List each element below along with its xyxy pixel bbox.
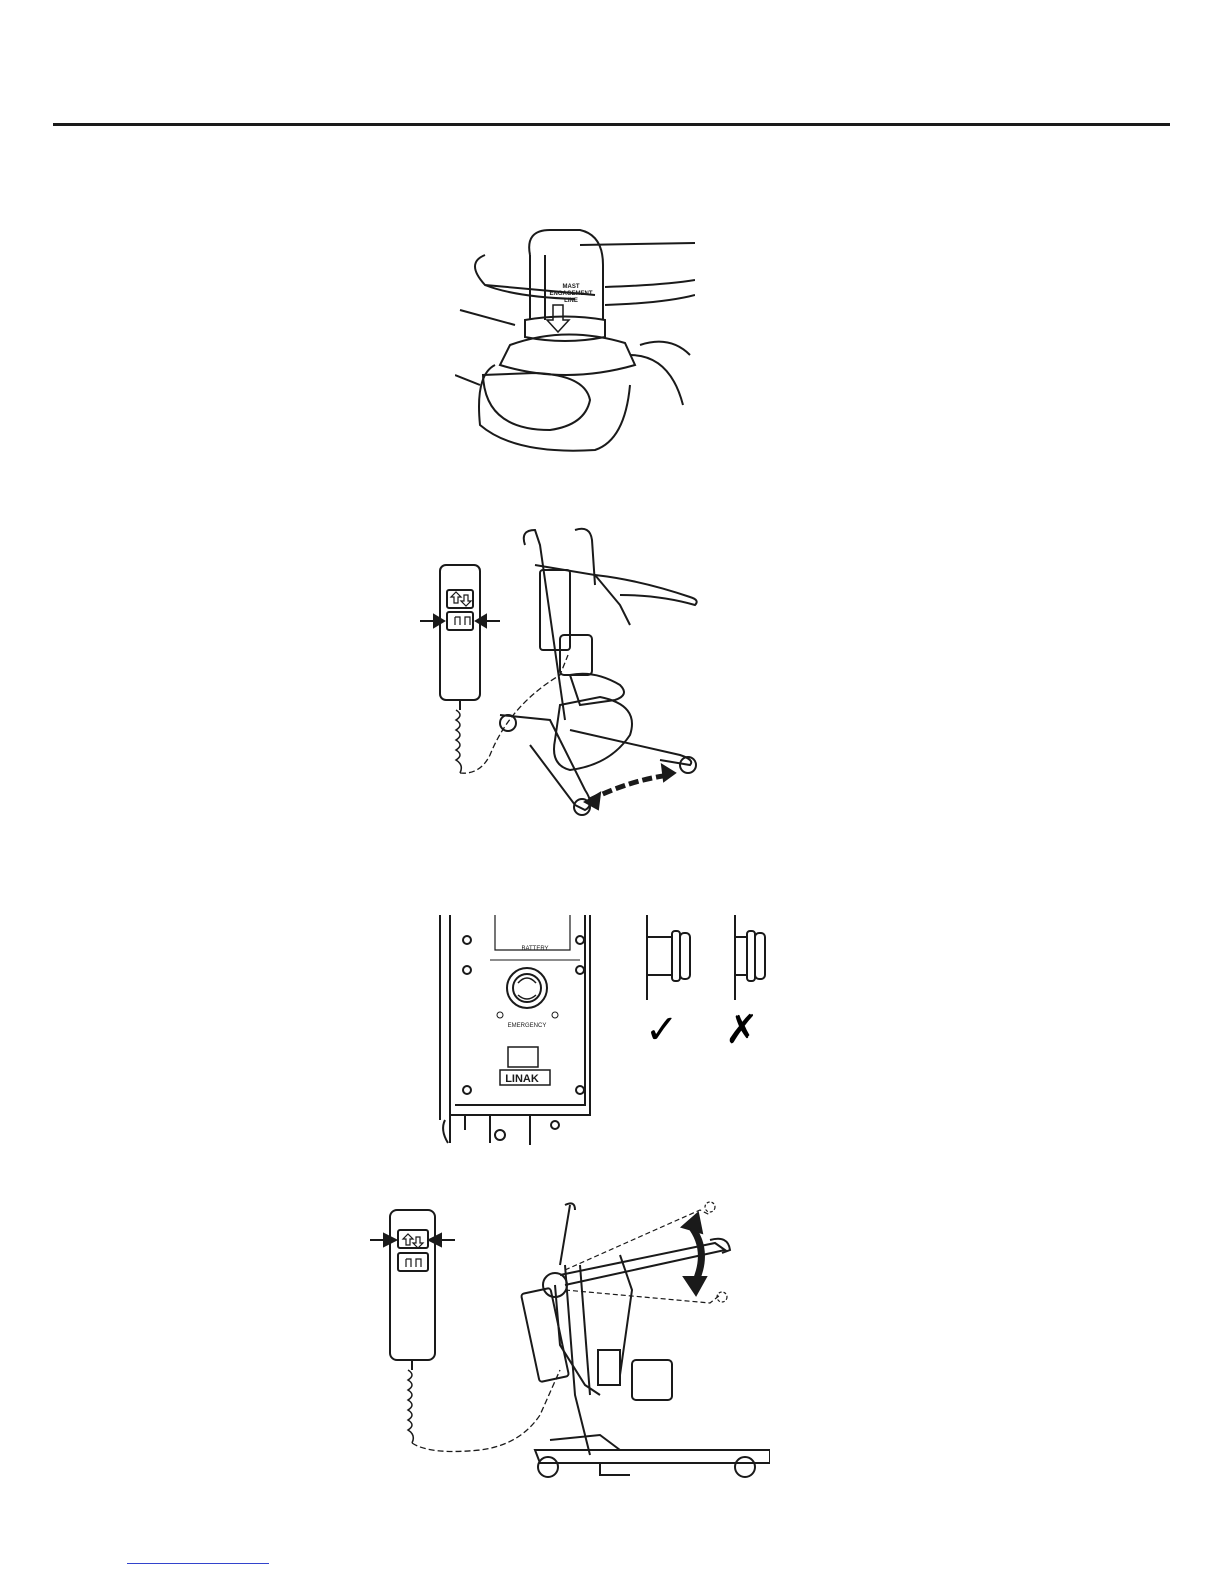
figure-leg-adjust xyxy=(420,525,720,825)
mast-label-3: LINE xyxy=(564,298,578,304)
header-rule xyxy=(53,123,1170,126)
hand-control-icon xyxy=(370,1210,560,1451)
mast-label-1: MAST xyxy=(563,284,580,290)
brand-label: LINAK xyxy=(505,1073,539,1085)
footer-link-underline[interactable] xyxy=(127,1563,269,1564)
button-correct-icon xyxy=(647,915,690,1000)
battery-label: BATTERY xyxy=(521,946,548,952)
lift-side-view-icon xyxy=(521,1202,770,1477)
button-incorrect-icon xyxy=(735,915,765,1000)
incorrect-mark: ✗ xyxy=(725,1010,759,1050)
stand-lift-icon xyxy=(500,529,697,815)
mast-label-2: ENGAGEMENT xyxy=(549,291,592,297)
hand-control-icon xyxy=(420,565,568,773)
figure-control-box: BATTERY EMERGENCY LINAK ✓ xyxy=(430,915,790,1150)
figure-boom-adjust xyxy=(370,1195,770,1490)
correct-mark: ✓ xyxy=(645,1010,679,1050)
figure-mast-engagement: MAST ENGAGEMENT LINE xyxy=(455,225,695,457)
emergency-label: EMERGENCY xyxy=(508,1023,547,1029)
